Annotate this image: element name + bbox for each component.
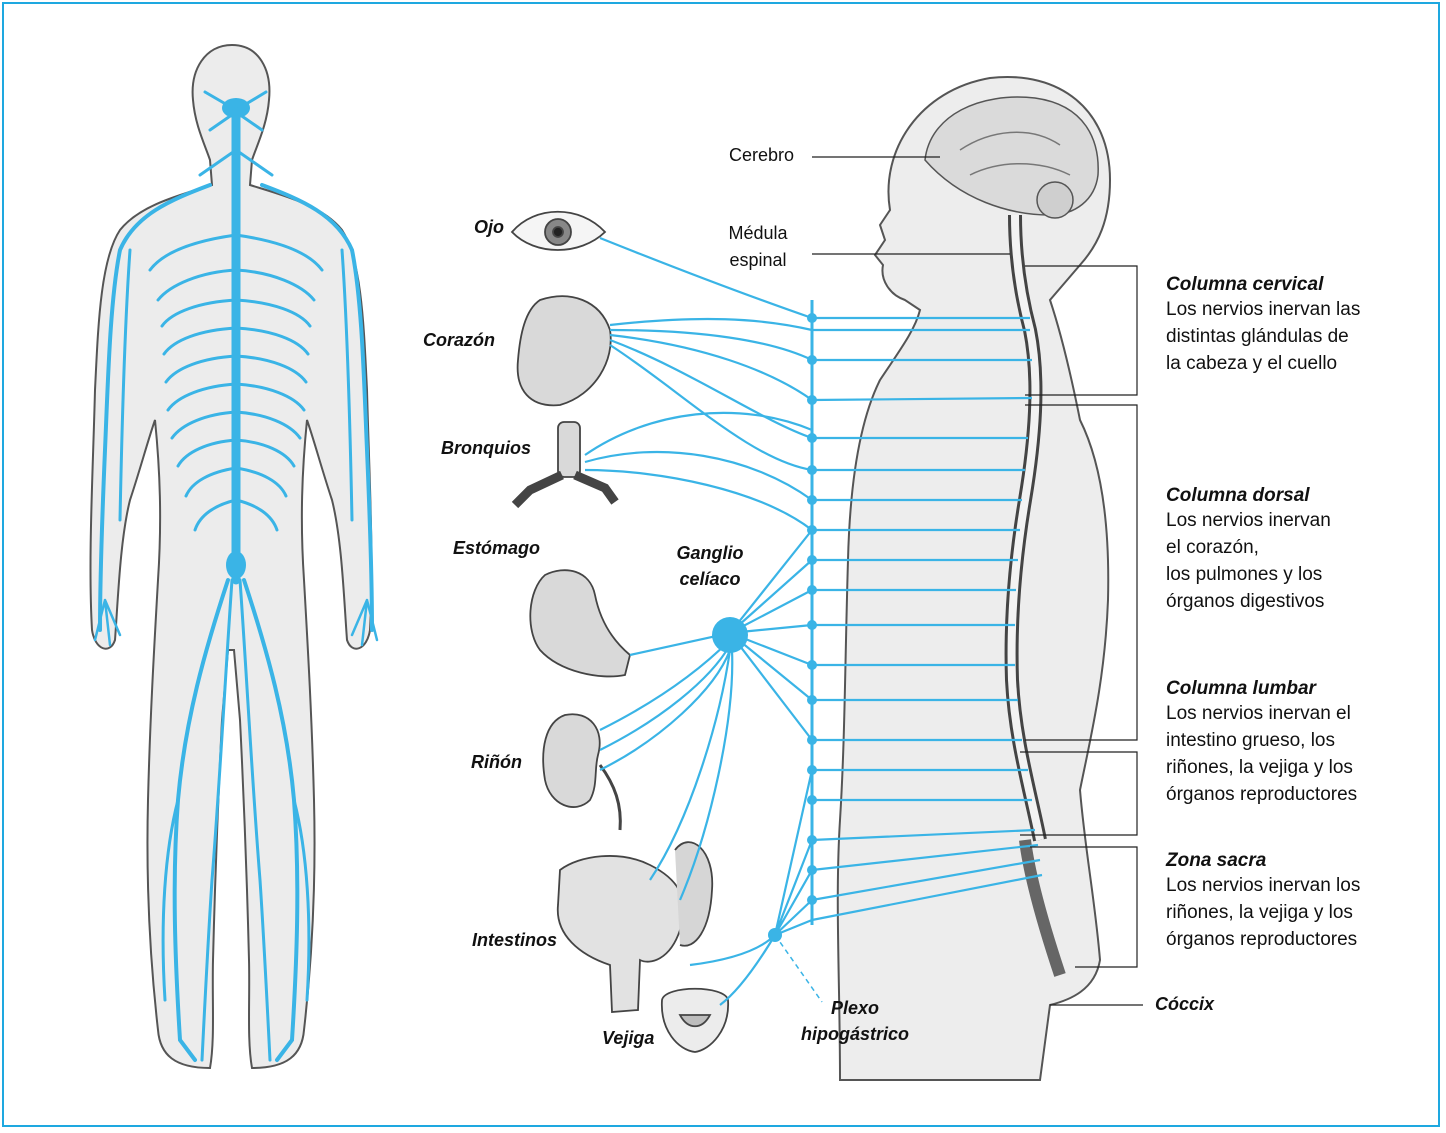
heart-drawing [518,296,611,405]
label-medula-espinal: Médula espinal [708,220,808,274]
label-cerebro: Cerebro [690,145,794,166]
profile-figure [838,77,1110,1080]
label-estomago: Estómago [453,538,540,559]
section-dorsal-title: Columna dorsal [1166,485,1331,507]
section-sacra-desc: Los nervios inervan los riñones, la veji… [1166,872,1360,953]
section-cervical-title: Columna cervical [1166,274,1360,296]
organ-drawings [512,212,728,1052]
kidney-drawing [543,714,600,807]
section-cervical-desc: Los nervios inervan las distintas glándu… [1166,296,1360,377]
label-plexo-hipogastrico: Plexo hipogástrico [790,995,920,1047]
label-intestinos: Intestinos [472,930,557,951]
cerebellum-drawing [1037,182,1073,218]
eye-drawing [512,212,605,250]
profile-silhouette [838,77,1110,1080]
section-sacra-title: Zona sacra [1166,850,1360,872]
section-lumbar-title: Columna lumbar [1166,678,1357,700]
intestines-drawing [558,856,684,1012]
section-dorsal: Columna dorsal Los nervios inervan el co… [1166,485,1331,615]
section-sacra: Zona sacra Los nervios inervan los riñon… [1166,850,1360,953]
full-body-figure [90,45,377,1068]
celiac-ganglion-node [712,617,748,653]
label-vejiga: Vejiga [602,1028,654,1049]
label-ojo: Ojo [474,217,504,238]
section-lumbar-desc: Los nervios inervan el intestino grueso,… [1166,700,1357,808]
section-cervical: Columna cervical Los nervios inervan las… [1166,274,1360,377]
stomach-drawing [530,570,630,676]
label-bronquios: Bronquios [441,438,531,459]
label-ganglio-celiaco: Ganglio celíaco [660,540,760,592]
label-rinon: Riñón [471,752,522,773]
bronchi-drawing [515,422,615,505]
label-corazon: Corazón [423,330,495,351]
section-lumbar: Columna lumbar Los nervios inervan el in… [1166,678,1357,808]
section-dorsal-desc: Los nervios inervan el corazón, los pulm… [1166,507,1331,615]
label-coccix: Cóccix [1155,994,1214,1015]
